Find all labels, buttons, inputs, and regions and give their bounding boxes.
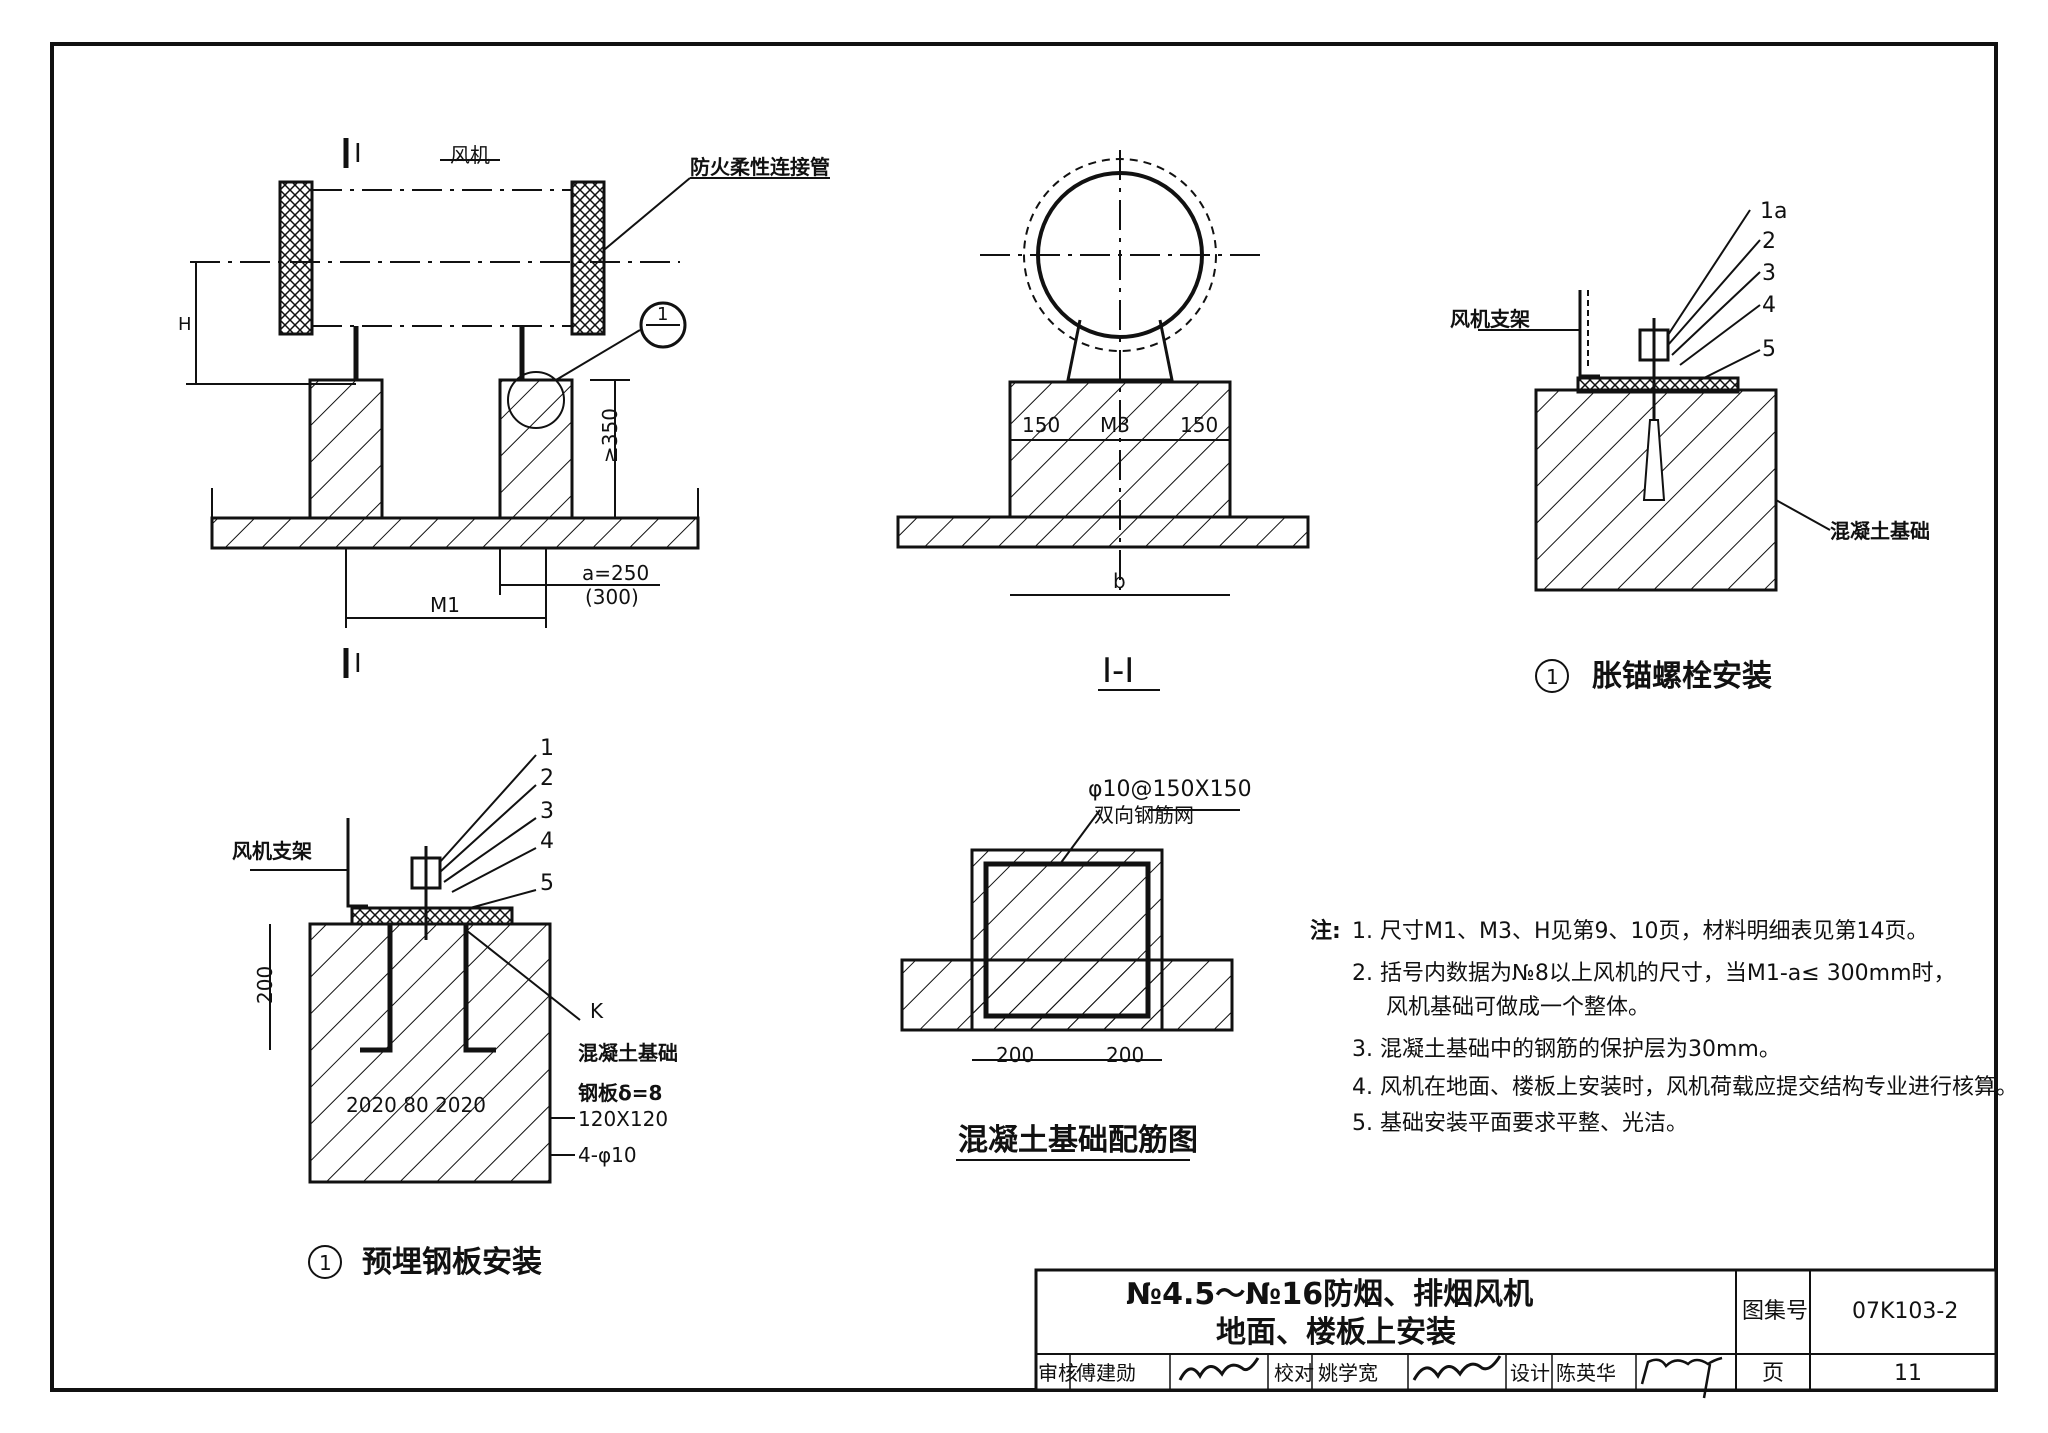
dim-150-right: 150 xyxy=(1180,413,1218,437)
flex-pipe-label: 防火柔性连接管 xyxy=(690,155,830,179)
note-2a: 2. 括号内数据为№8以上风机的尺寸，当M1-a≤ 300mm时， xyxy=(1352,961,1956,986)
part-1: 1 xyxy=(540,736,554,761)
note-4: 4. 风机在地面、楼板上安装时，风机荷载应提交结构专业进行核算。 xyxy=(1352,1075,2018,1100)
title-block: №4.5～№16防烟、排烟风机 地面、楼板上安装 图集号 07K103-2 页 … xyxy=(1034,1268,1998,1399)
notes: 注: 1. 尺寸M1、M3、H见第9、10页，材料明细表见第14页。 2. 括号… xyxy=(1310,918,2018,1136)
review-name: 傅建勋 xyxy=(1076,1361,1136,1385)
anchor-detail-no: 1 xyxy=(1546,665,1559,689)
note-1: 1. 尺寸M1、M3、H见第9、10页，材料明细表见第14页。 xyxy=(1352,919,1928,944)
weld-mark: K xyxy=(590,999,604,1023)
rebar-label: 4-φ10 xyxy=(578,1143,637,1167)
rebar-slab xyxy=(900,958,1234,1032)
dim-M3: M3 xyxy=(1100,413,1130,437)
atlas-label: 图集号 xyxy=(1742,1299,1808,1324)
part-2-top: 2 xyxy=(1762,229,1776,254)
check-name: 姚学宽 xyxy=(1318,1361,1378,1385)
steel-plate-label: 钢板δ=8 xyxy=(578,1081,662,1105)
part-4-top: 4 xyxy=(1762,293,1776,318)
section-title: I-I xyxy=(1102,651,1134,691)
embed-title: 预埋钢板安装 xyxy=(362,1245,542,1280)
part-5: 5 xyxy=(540,871,554,896)
part-5-top: 5 xyxy=(1762,337,1776,362)
check-signature xyxy=(1412,1355,1502,1381)
dim-200-right: 200 xyxy=(1106,1043,1144,1067)
atlas-number: 07K103-2 xyxy=(1852,1299,1958,1324)
title-line-2: 地面、楼板上安装 xyxy=(1216,1315,1456,1350)
part-2: 2 xyxy=(540,766,554,791)
section-concrete-base xyxy=(1008,380,1232,519)
rebar-diagram: φ10@150X150 双向钢筋网 200 200 混凝土基础配筋图 xyxy=(900,777,1252,1161)
concrete-pier-right xyxy=(498,378,574,520)
part-3-top: 3 xyxy=(1762,261,1776,286)
section-I-I-view: 150 M3 150 b I-I xyxy=(896,150,1310,691)
embedded-plate-detail: 1 2 3 4 5 风机支架 200 K 混凝土基础 钢板δ=8 120X120… xyxy=(232,736,678,1280)
note-2b: 风机基础可做成一个整体。 xyxy=(1386,995,1650,1020)
note-3: 3. 混凝土基础中的钢筋的保护层为30mm。 xyxy=(1352,1037,1781,1062)
part-4: 4 xyxy=(540,829,554,854)
design-name: 陈英华 xyxy=(1556,1361,1616,1385)
fan-bracket-label: 风机支架 xyxy=(232,839,312,863)
dim-350: ≥350 xyxy=(598,408,622,463)
rebar-mesh-desc: 双向钢筋网 xyxy=(1094,803,1194,827)
title-line-1: №4.5～№16防烟、排烟风机 xyxy=(1126,1277,1533,1312)
embed-detail-no: 1 xyxy=(319,1251,332,1275)
rebar-title: 混凝土基础配筋图 xyxy=(958,1123,1198,1158)
dim-row: 2020 80 2020 xyxy=(346,1093,486,1117)
concrete-base-label-top: 混凝土基础 xyxy=(1830,519,1930,543)
design-label: 设计 xyxy=(1510,1361,1550,1385)
check-label: 校对 xyxy=(1274,1361,1314,1385)
dim-H: H xyxy=(178,314,192,335)
fan-label: 风机 xyxy=(450,143,490,167)
dim-a-alt: (300) xyxy=(585,585,639,609)
review-signature xyxy=(1178,1357,1260,1381)
review-label: 审核 xyxy=(1038,1361,1078,1385)
fan-bracket-label-top: 风机支架 xyxy=(1450,307,1530,331)
dim-b: b xyxy=(1113,569,1126,593)
note-5: 5. 基础安装平面要求平整、光洁。 xyxy=(1352,1111,1688,1136)
dim-M1: M1 xyxy=(430,593,460,617)
anchor-title: 胀锚螺栓安装 xyxy=(1592,659,1772,694)
dim-200-left: 200 xyxy=(996,1043,1034,1067)
notes-prefix: 注: xyxy=(1310,918,1341,944)
concrete-base-label: 混凝土基础 xyxy=(578,1041,678,1065)
part-1a: 1a xyxy=(1760,199,1787,224)
flex-pipe-left xyxy=(278,180,314,336)
rebar-mesh-label: φ10@150X150 xyxy=(1088,777,1252,802)
page-label: 页 xyxy=(1762,1361,1784,1386)
floor-slab xyxy=(210,516,700,550)
dim-a: a=250 xyxy=(582,561,649,585)
page-number: 11 xyxy=(1894,1361,1922,1386)
steel-plate-size: 120X120 xyxy=(578,1107,668,1131)
flex-pipe-right xyxy=(570,180,606,336)
dim-200-vertical: 200 xyxy=(253,966,277,1004)
sheet-border xyxy=(50,42,1998,1392)
anchor-bolt-detail: 1a 2 3 4 5 风机支架 混凝土基础 1 胀锚螺栓安装 xyxy=(1450,199,1930,694)
part-3: 3 xyxy=(540,799,554,824)
embed-concrete-base xyxy=(308,922,552,1184)
section-mark-top: I xyxy=(354,139,362,169)
design-signature xyxy=(1640,1356,1723,1399)
fan-elevation-view: 风机 防火柔性连接管 H ≥350 a=250 (300) M1 I I 1 xyxy=(178,138,830,679)
detail-mark: 1 xyxy=(657,304,668,325)
concrete-pier-left xyxy=(308,378,384,520)
section-floor-slab xyxy=(896,515,1310,549)
section-mark-bottom: I xyxy=(354,649,362,679)
dim-150-left: 150 xyxy=(1022,413,1060,437)
